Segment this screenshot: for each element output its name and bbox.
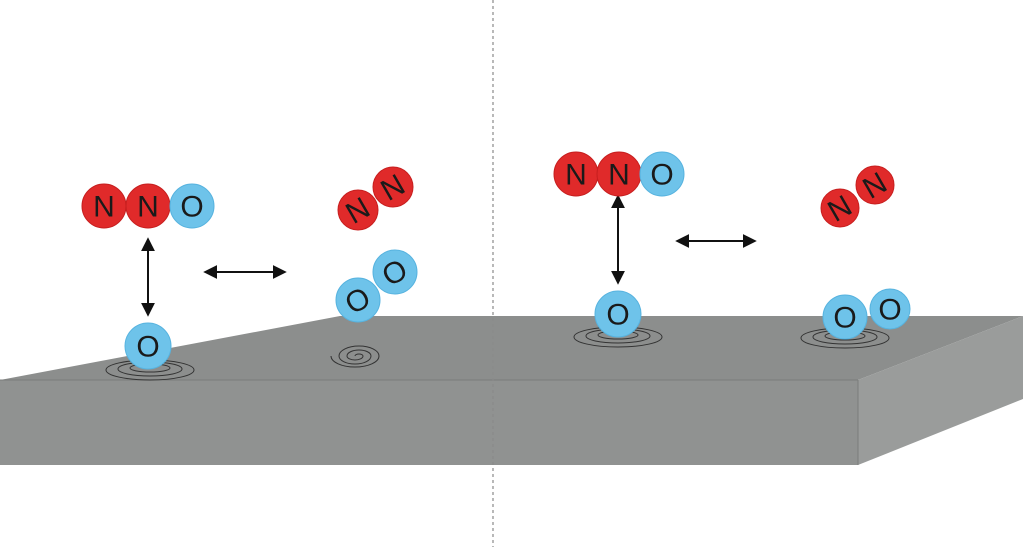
nitrogen-atom: N	[372, 166, 414, 208]
nitrogen-atom: N	[81, 183, 127, 229]
nitrogen-atom: N	[855, 165, 895, 206]
nitrogen-atom: N	[820, 188, 860, 229]
nitrogen-atom: N	[337, 189, 379, 231]
surface-top-face	[0, 316, 1023, 380]
oxygen-atom: O	[869, 288, 911, 330]
o2-molecule-left: O O	[335, 249, 418, 323]
oxygen-atom: O	[169, 183, 215, 229]
oxygen-atom: O	[372, 249, 418, 295]
svg-text:N: N	[565, 159, 587, 192]
n2o-molecule-right: N N O	[553, 151, 685, 197]
surface-front-face	[0, 380, 858, 465]
svg-text:O: O	[606, 299, 629, 332]
n2o-molecule-left: N N O	[81, 183, 215, 229]
svg-text:O: O	[833, 302, 856, 335]
adsorbed-oxygen-left: O	[124, 322, 172, 370]
nitrogen-atom: N	[596, 151, 642, 197]
oxygen-atom: O	[639, 151, 685, 197]
oxygen-atom: O	[822, 294, 868, 340]
catalyst-surface	[0, 316, 1023, 465]
svg-text:O: O	[878, 294, 901, 327]
n2-molecule-left: N N	[337, 166, 414, 231]
svg-text:N: N	[137, 191, 159, 224]
oxygen-atom: O	[124, 322, 172, 370]
adsorbed-o2-right: O O	[822, 288, 911, 340]
svg-text:O: O	[180, 191, 203, 224]
svg-text:O: O	[136, 331, 159, 364]
oxygen-atom: O	[335, 277, 381, 323]
svg-text:O: O	[650, 159, 673, 192]
svg-text:N: N	[608, 159, 630, 192]
svg-text:N: N	[93, 191, 115, 224]
nitrogen-atom: N	[125, 183, 171, 229]
n2-molecule-right: N N	[820, 165, 895, 229]
oxygen-atom: O	[594, 290, 642, 338]
vacancy-site-left	[330, 345, 380, 368]
nitrogen-atom: N	[553, 151, 599, 197]
surface-side-face	[858, 316, 1023, 465]
adsorbed-oxygen-right: O	[594, 290, 642, 338]
